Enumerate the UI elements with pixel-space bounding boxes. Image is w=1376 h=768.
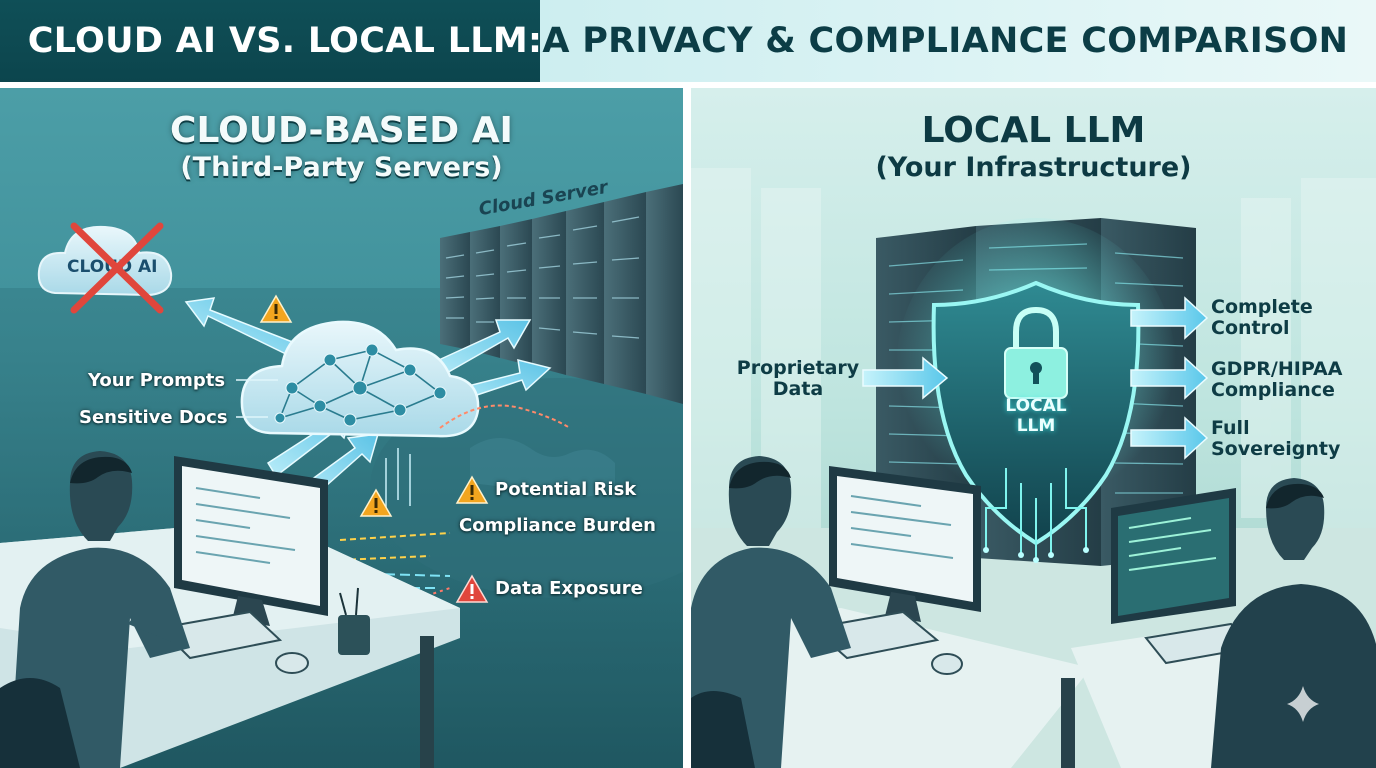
input-label-prompts: Your Prompts <box>88 370 226 391</box>
mouse <box>275 652 309 674</box>
mouse <box>931 653 963 675</box>
benefit-label-control: Complete Control <box>1211 296 1313 339</box>
input-label-docs: Sensitive Docs <box>79 407 228 428</box>
cloud-user-monitor <box>174 456 328 626</box>
local-panel-illustration <box>691 168 1376 768</box>
risk-label-exposure: Data Exposure <box>495 578 643 599</box>
cloud-panel-title: CLOUD-BASED AI <box>170 110 513 151</box>
benefit-label-sovereignty: Full Sovereignty <box>1211 417 1341 460</box>
chair <box>0 678 80 768</box>
local-panel-title: LOCAL LLM <box>921 110 1146 151</box>
danger-icon <box>455 574 489 603</box>
local-panel: LOCAL LLM Proprietary Data Complete Cont… <box>691 88 1376 768</box>
cloud-panel-subtitle: (Third-Party Servers) <box>180 152 503 183</box>
cross-icon <box>70 222 164 314</box>
page-title: CLOUD AI VS. LOCAL LLM: A PRIVACY & COMP… <box>0 0 1376 82</box>
local-colleague-monitor <box>1111 488 1236 624</box>
input-label-proprietary: Proprietary Data <box>736 357 860 400</box>
panel-divider <box>683 88 691 768</box>
title-bar: CLOUD AI VS. LOCAL LLM: A PRIVACY & COMP… <box>0 0 1376 82</box>
benefit-arrows <box>862 296 1209 460</box>
cloud-panel-illustration <box>0 184 683 768</box>
desk <box>691 608 1091 768</box>
risk-label-potential: Potential Risk <box>495 479 637 500</box>
risk-label-compliance: Compliance Burden <box>459 515 656 536</box>
local-panel-subtitle: (Your Infrastructure) <box>875 152 1192 183</box>
cloud-panel: CLOUD AI Cloud Server Your Prompts Sensi… <box>0 88 683 768</box>
benefit-label-compliance: GDPR/HIPAA Compliance <box>1211 358 1343 401</box>
local-colleague-person <box>1211 478 1376 768</box>
shield-label: LOCAL LLM <box>1005 396 1067 436</box>
office-windows <box>691 168 1376 548</box>
circuit-traces <box>985 468 1087 558</box>
chair <box>691 691 755 768</box>
sparkle-icon <box>1287 686 1319 722</box>
local-user-monitor <box>829 466 981 622</box>
warning-icon <box>359 488 393 517</box>
ai-network-cloud <box>240 320 480 438</box>
warning-icon <box>455 475 489 504</box>
padlock-icon <box>1004 306 1068 399</box>
title-part-1: CLOUD AI VS. LOCAL LLM: <box>27 21 543 61</box>
mug <box>338 615 370 655</box>
warning-icon <box>259 294 293 323</box>
title-part-2: A PRIVACY & COMPLIANCE COMPARISON <box>542 21 1349 61</box>
